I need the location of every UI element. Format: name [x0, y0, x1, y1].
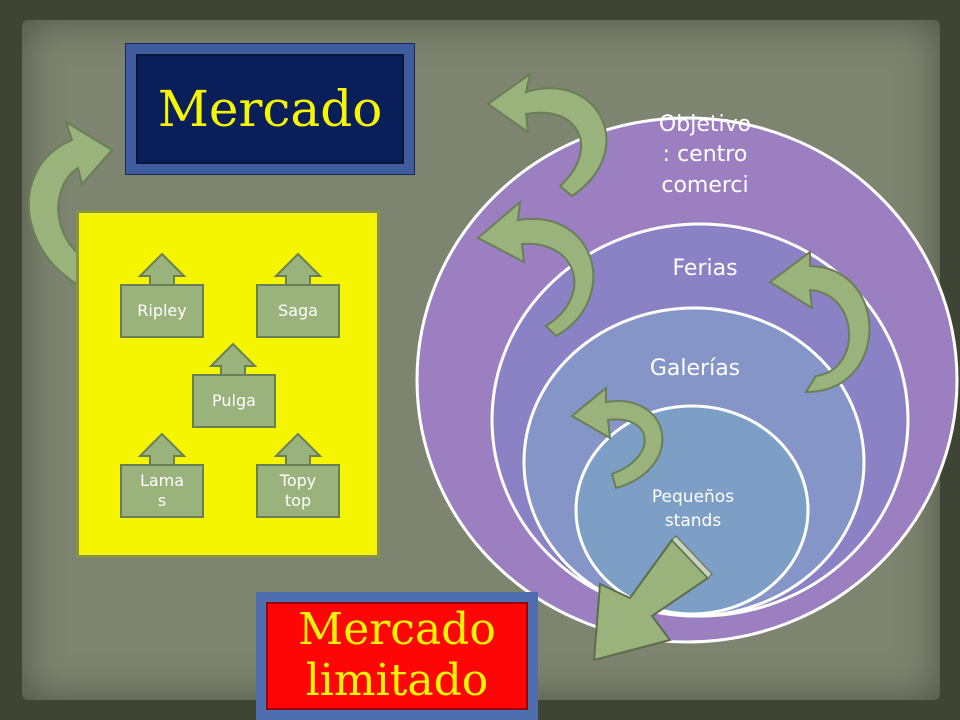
up-arrow-saga [273, 252, 323, 287]
block-arrow-down-left [592, 538, 710, 662]
ring-outer-label: Objetivo : centro comerci [620, 110, 790, 201]
curved-arrow-inner [570, 385, 664, 490]
store-topy-top: Topy top [256, 464, 340, 518]
ring-inner-line1: Pequeños [651, 487, 735, 507]
ring-inner [574, 404, 810, 616]
store-label: Ripley [137, 301, 187, 320]
ring-inner-label: Pequeños stands [608, 486, 778, 534]
mercado-label: Mercado [157, 80, 383, 138]
ring-second-label: Ferias [672, 256, 738, 281]
up-arrow-pulga [208, 342, 258, 377]
curved-arrow-outer [486, 71, 608, 198]
curved-arrow-left [27, 119, 119, 302]
up-arrow-ripley [137, 252, 187, 287]
up-arrow-lamas [137, 432, 187, 467]
mercado-limitado-box: Mercado limitado [256, 592, 538, 720]
ring-third-label: Galerías [649, 356, 741, 381]
ring-outer-line2: : centro [662, 142, 748, 168]
store-pulga: Pulga [192, 374, 276, 428]
up-arrow-topy [273, 432, 323, 467]
store-saga: Saga [256, 284, 340, 338]
mercado-box: Mercado [126, 44, 414, 174]
limitado-line2: limitado [305, 655, 489, 706]
store-label: Saga [278, 301, 318, 320]
store-label: Topy top [279, 471, 317, 510]
store-lamas: Lama s [120, 464, 204, 518]
store-label: Lama s [139, 471, 185, 510]
ring-outer-line1: Objetivo [658, 112, 752, 137]
ring-inner-line2: stands [664, 510, 722, 531]
ring-outer-line3: comerci [661, 172, 749, 198]
store-label: Pulga [212, 391, 256, 410]
curved-arrow-second [476, 199, 595, 338]
block-arrow-edge [671, 535, 713, 579]
limitado-line1: Mercado [298, 604, 496, 656]
store-ripley: Ripley [120, 284, 204, 338]
curved-arrow-third [768, 250, 871, 394]
